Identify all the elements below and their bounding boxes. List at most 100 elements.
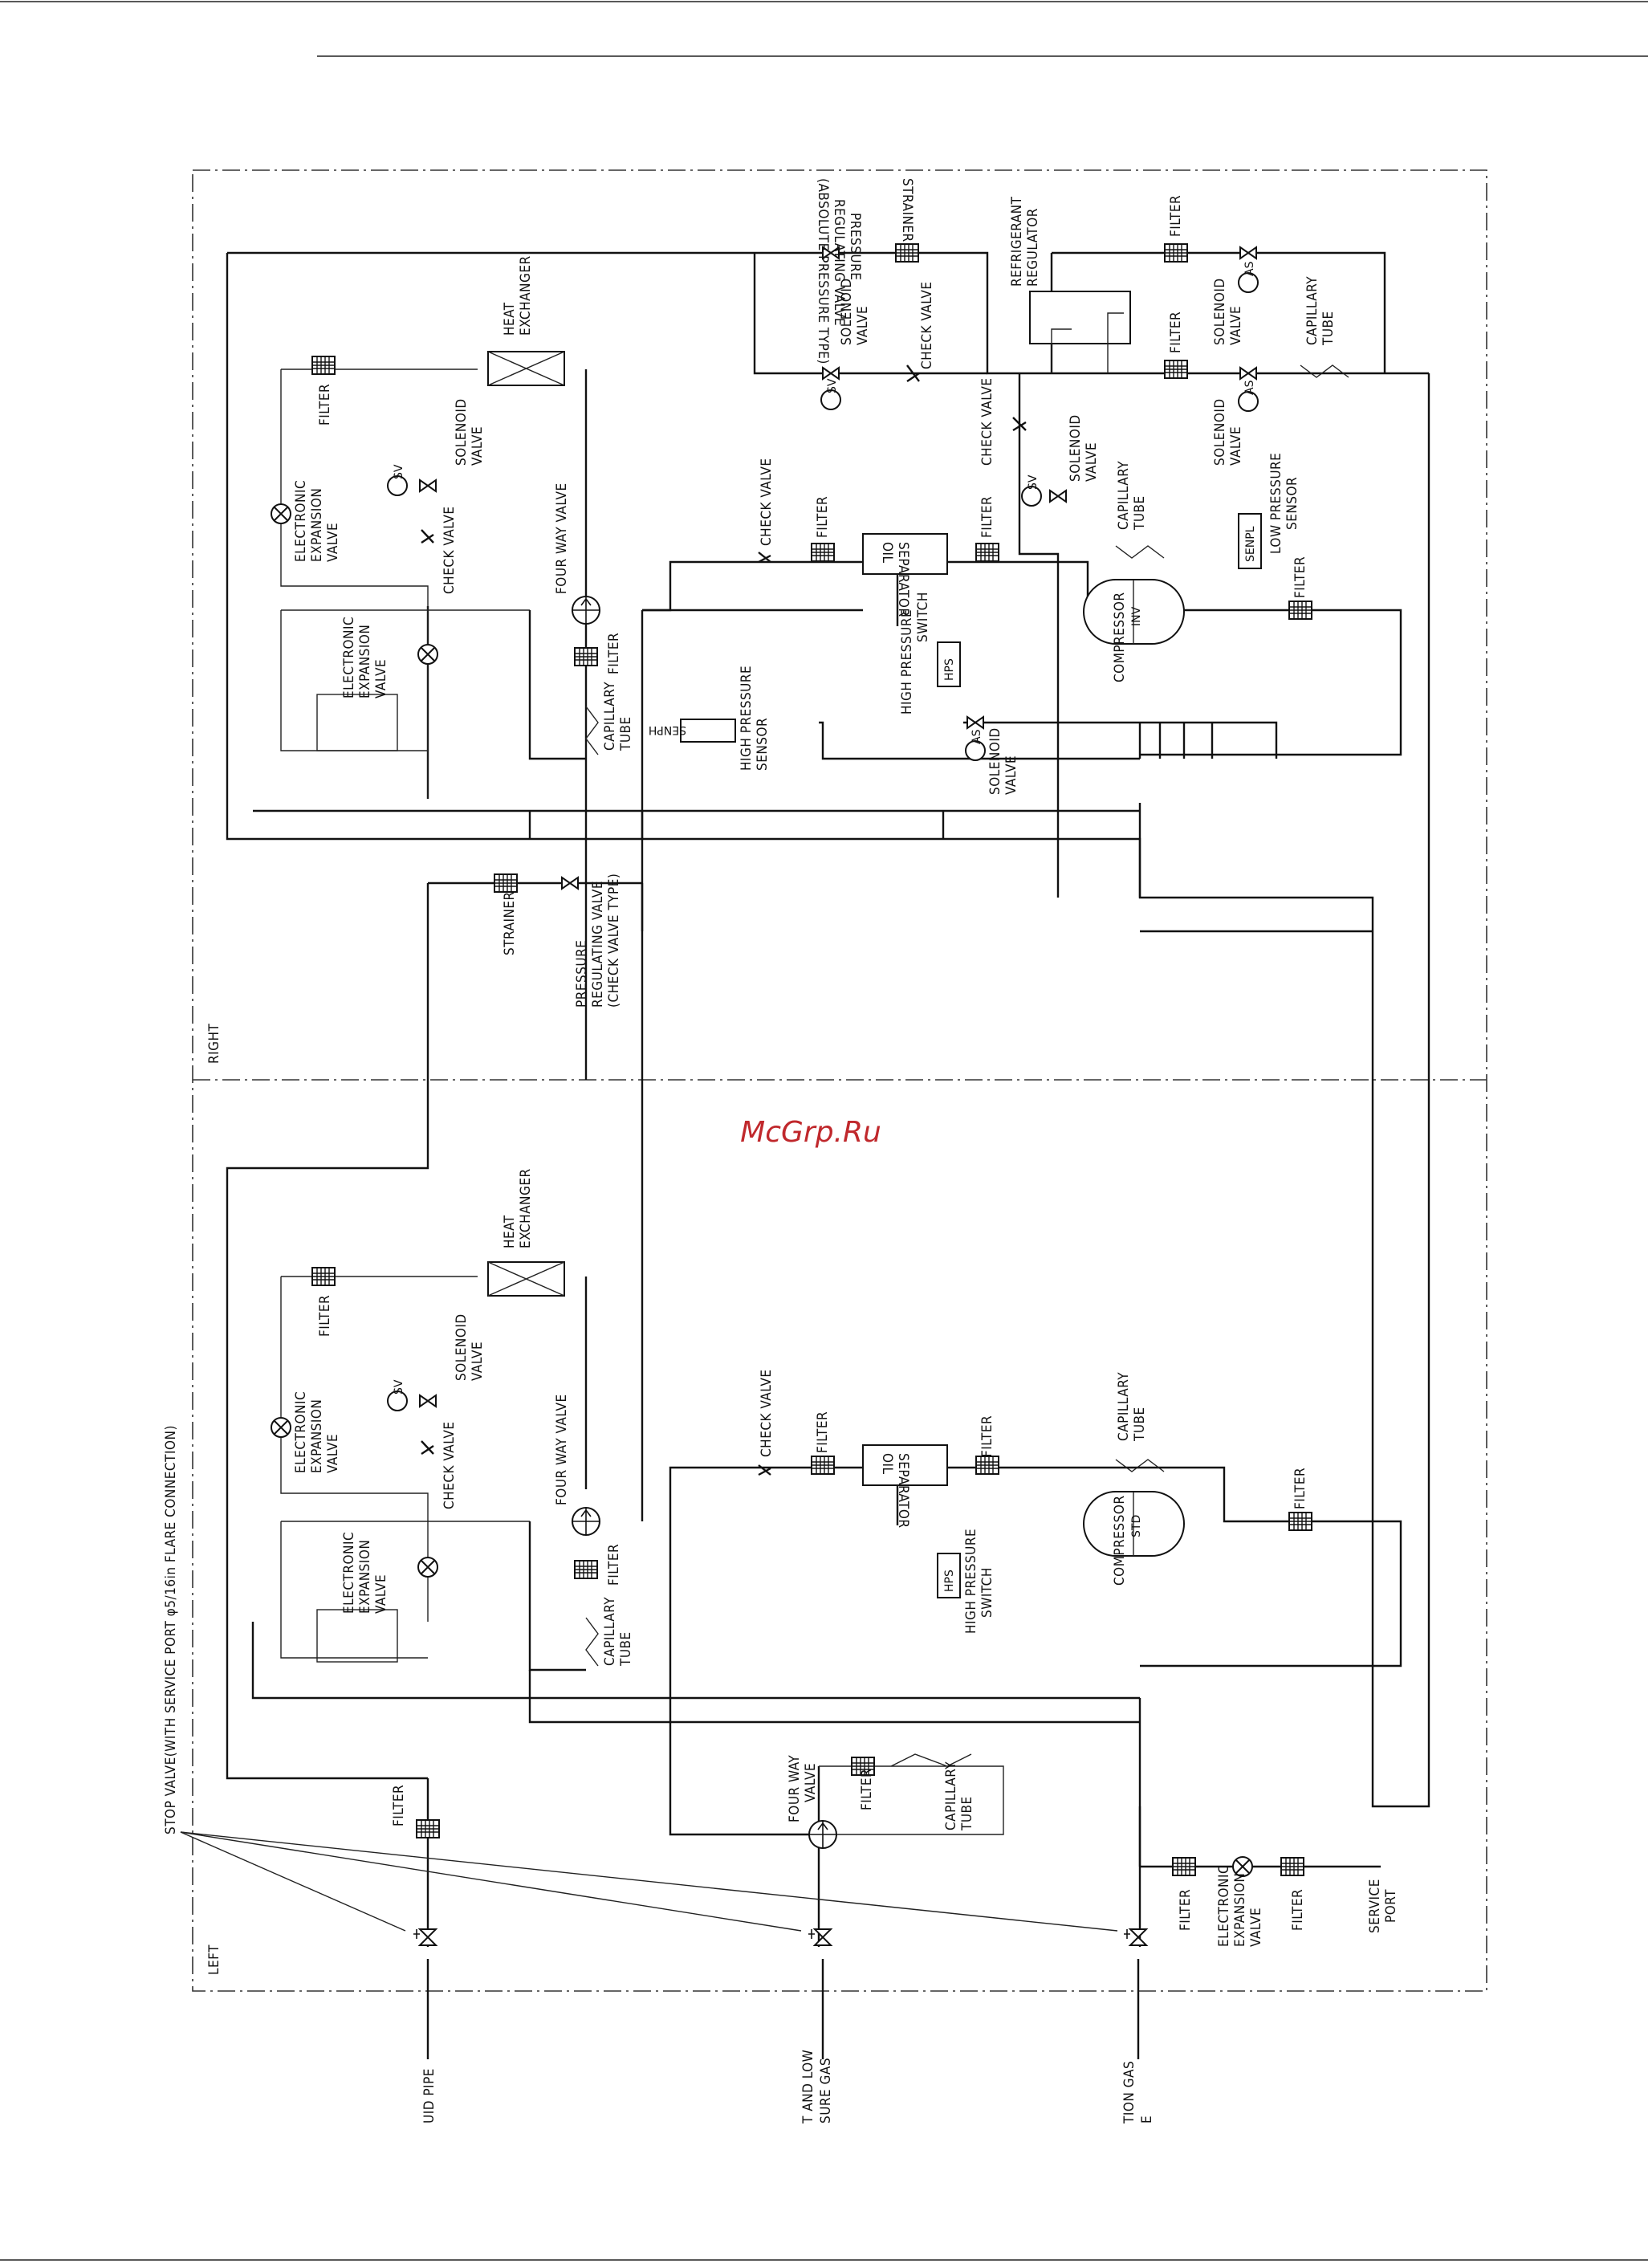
capillary-label: CAPILLARY xyxy=(602,682,618,751)
filter-label: FILTER xyxy=(815,496,831,538)
switch-label: SWITCH xyxy=(979,1567,995,1618)
liquid-pipe-label: UID PIPE xyxy=(421,2068,437,2123)
check-valve-label: CHECK VALVE xyxy=(759,1369,775,1457)
four-way-valve-icon xyxy=(572,596,600,625)
regulator-label: REGULATOR xyxy=(1025,208,1041,287)
refrigerant-label: REFRIGERANT xyxy=(1009,196,1025,287)
expansion-label: EXPANSION xyxy=(309,1399,325,1473)
capillary-tube xyxy=(1115,545,1165,559)
oil-label: OIL xyxy=(879,542,895,564)
filter-label: FILTER xyxy=(979,1415,995,1457)
valve-label: VALVE xyxy=(325,523,341,562)
solenoid-label: SOLENOID xyxy=(454,1313,470,1381)
valve-letters: SV AS AS SV SV AS SV xyxy=(387,261,1259,1411)
components xyxy=(271,243,1349,1946)
zone-right-label: RIGHT xyxy=(206,1024,222,1064)
senph-box xyxy=(680,719,736,743)
heat-label: HEAT xyxy=(502,1215,518,1248)
exchanger-label: EXCHANGER xyxy=(518,255,534,336)
valve-label: VALVE xyxy=(1003,755,1019,795)
hps-symbol: HPS xyxy=(943,658,956,681)
expansion-valve-box xyxy=(316,694,398,1663)
check-valve-icon xyxy=(758,1464,771,1476)
electronic-label: ELECTRONIC xyxy=(341,1532,357,1614)
capillary-label: CAPILLARY xyxy=(1116,461,1132,530)
filter-label: FILTER xyxy=(859,1769,875,1810)
check-valve-label: CHECK VALVE xyxy=(759,458,775,546)
filter-label: FILTER xyxy=(1168,311,1184,353)
four-way-label: FOUR WAY xyxy=(787,1755,803,1822)
filter-label: FILTER xyxy=(317,1295,333,1337)
solenoid-label: SOLENOID xyxy=(1068,414,1084,482)
expansion-label: EXPANSION xyxy=(357,1540,373,1614)
capillary-tube xyxy=(585,706,599,755)
filter-label: FILTER xyxy=(1178,1889,1194,1931)
check-valve-icon xyxy=(421,1440,434,1455)
right-module-piping xyxy=(226,251,1430,1808)
filter-icon xyxy=(1288,1512,1312,1531)
electronic-label: ELECTRONIC xyxy=(293,480,309,562)
solenoid-label: SOLENOID xyxy=(987,727,1003,795)
filter-icon xyxy=(1288,601,1312,620)
tube-label: TUBE xyxy=(618,1631,634,1667)
filter-label: FILTER xyxy=(1292,556,1308,598)
hps-box xyxy=(937,641,961,687)
expansion-label: EXPANSION xyxy=(309,488,325,562)
solenoid-label: SOLENOID xyxy=(1212,398,1228,466)
valve-label: VALVE xyxy=(1228,306,1244,345)
four-way-valve-label: FOUR WAY VALVE xyxy=(554,1394,570,1505)
pipe-labels: UID PIPE T AND LOW SURE GAS TION GAS E xyxy=(421,2050,1155,2124)
solenoid-label: SOLENOID xyxy=(1212,278,1228,345)
filter-icon xyxy=(975,1456,999,1475)
filter-icon xyxy=(311,356,336,375)
expansion-valve-icon xyxy=(417,644,438,665)
expansion-label: EXPANSION xyxy=(1232,1873,1248,1947)
solenoid-valve-icon xyxy=(419,1395,437,1407)
valve-label: VALVE xyxy=(325,1434,341,1473)
filter-icon xyxy=(811,1456,835,1475)
filter-icon xyxy=(1164,243,1188,263)
pressure-label: PRESSURE xyxy=(574,940,590,1008)
stop-valve-icon xyxy=(413,1928,437,1946)
valve-label: VALVE xyxy=(1084,442,1100,482)
high-pressure-label: HIGH PRESSURE xyxy=(963,1529,979,1634)
four-way-valve-icon xyxy=(572,1507,600,1536)
sensor-label: SENSOR xyxy=(755,718,771,771)
senpl-box xyxy=(1238,513,1262,569)
valve-label: VALVE xyxy=(470,1342,486,1381)
capillary-label: CAPILLARY xyxy=(1304,276,1320,345)
filter-label: FILTER xyxy=(1290,1889,1306,1931)
sv-symbol: SV xyxy=(1027,474,1040,490)
check-valve-label: CHECK VALVE xyxy=(442,1421,458,1509)
compressor-inv xyxy=(1083,579,1185,645)
port-label: PORT xyxy=(1383,1889,1399,1923)
check-valve-type-label: (CHECK VALVE TYPE) xyxy=(606,873,622,1008)
unit-outline xyxy=(192,169,1487,1992)
compressor-std xyxy=(1083,1491,1185,1557)
discharge-label-2: E xyxy=(1139,2115,1155,2123)
senph-symbol: SENPH xyxy=(649,723,686,736)
inv-symbol: INV xyxy=(1130,606,1143,626)
solenoid-label: SOLENOID xyxy=(454,398,470,466)
solenoid-valve-icon xyxy=(1239,246,1257,259)
solenoid-valve-icon xyxy=(966,716,984,729)
filter-label: FILTER xyxy=(1168,195,1184,237)
filter-icon xyxy=(895,243,919,263)
sensor-label: SENSOR xyxy=(1284,477,1300,530)
pressure-label: PRESSURE xyxy=(847,213,863,280)
valve-label: VALVE xyxy=(1228,426,1244,466)
filter-label: FILTER xyxy=(317,384,333,426)
high-pressure-label: HIGH PRESSURE xyxy=(899,609,915,715)
filter-label: FILTER xyxy=(606,1544,622,1586)
watermark: McGrp.Ru xyxy=(740,1116,881,1149)
check-valve-icon xyxy=(1012,417,1027,432)
separator-label: SEPARATOR xyxy=(895,1453,911,1529)
service-label: SERVICE xyxy=(1367,1879,1383,1933)
separator-label: SEPARATOR xyxy=(895,542,911,617)
sv-symbol: SV xyxy=(393,464,405,479)
filter-icon xyxy=(1172,1857,1196,1876)
heat-label: HEAT xyxy=(502,302,518,336)
electronic-label: ELECTRONIC xyxy=(293,1391,309,1473)
